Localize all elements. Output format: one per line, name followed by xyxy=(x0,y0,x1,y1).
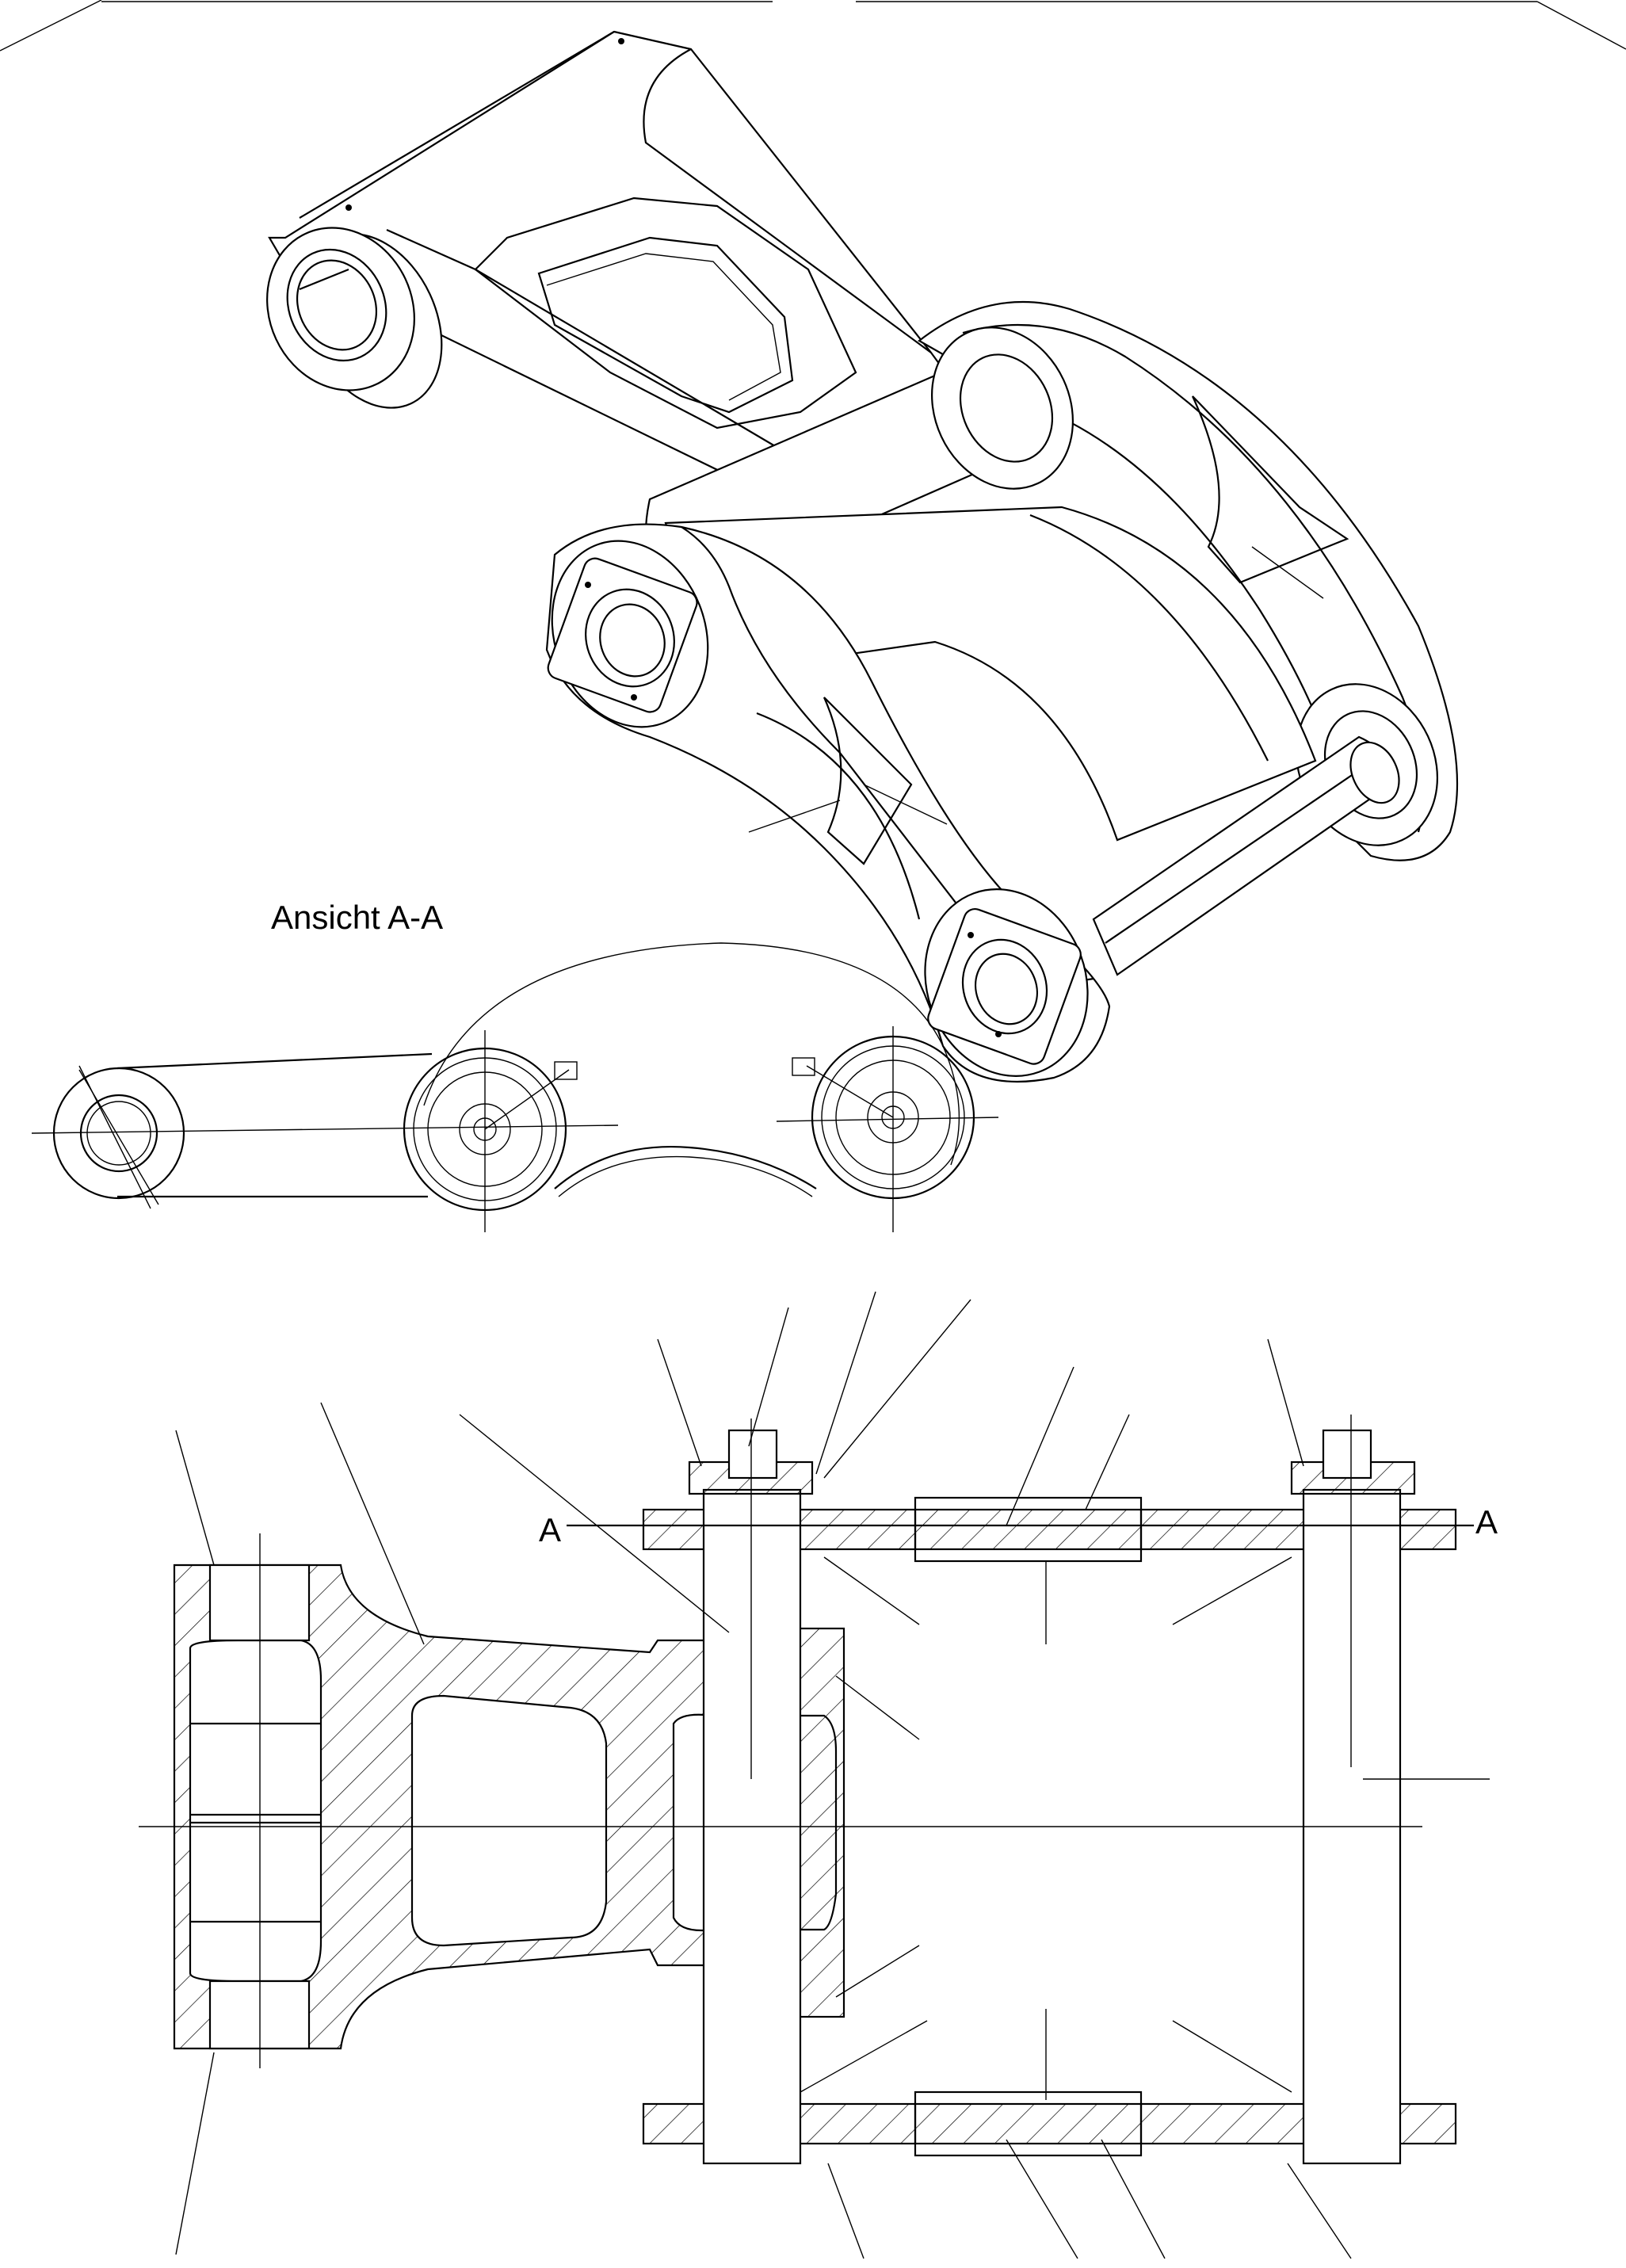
rear-pivot-eye xyxy=(266,227,443,409)
upper-arm-beam xyxy=(268,30,976,509)
leader-lines xyxy=(175,1291,1490,2259)
view-label: Ansicht A-A xyxy=(271,899,443,936)
near-side-plate xyxy=(545,523,1111,1083)
frame-section xyxy=(139,1415,1457,2165)
section-mark-right: A xyxy=(1475,1503,1498,1541)
lower-connecting-rod xyxy=(1092,735,1400,976)
section-mark-left: A xyxy=(539,1511,561,1548)
main-body-tube xyxy=(664,506,1317,842)
sheet-border xyxy=(0,0,1626,52)
view-a-a: Ansicht A-A xyxy=(31,899,999,1232)
isometric-view xyxy=(266,30,1459,1083)
section-view: A A xyxy=(139,1291,1498,2259)
left-casting-section xyxy=(173,1533,838,2068)
